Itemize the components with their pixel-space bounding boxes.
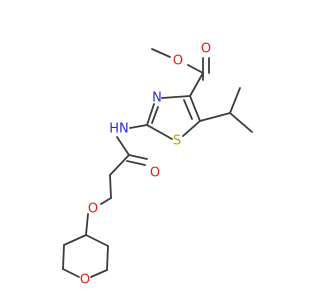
atom-thiazole-n: N: [152, 91, 162, 106]
bond-ch2-ether-o: [100, 197, 112, 205]
bond-c2-n3-inner: [151, 106, 159, 124]
atom-ether-o: O: [88, 202, 98, 217]
atom-amide-carbonyl-o: O: [150, 166, 160, 181]
bond-c2-nh: [129, 124, 148, 129]
bond-c5-s1: [182, 120, 201, 137]
bond-nh-amide-c: [116, 136, 130, 156]
bonds: [62, 48, 253, 278]
bond-carbonyl-c-ring-c4: [189, 72, 204, 97]
bond-o-carbonyl-c: [187, 64, 204, 74]
bond-c4-c5-inner: [183, 99, 193, 120]
atom-thiazole-s: S: [173, 134, 181, 149]
bond-amide-c-o-1: [128, 154, 148, 160]
atom-amide-nh: HN: [109, 122, 129, 137]
bond-c5-isopropyl-ch: [199, 112, 231, 122]
bond-oxane-c6-c5: [106, 245, 109, 271]
bond-ch2-ch2: [109, 174, 112, 199]
bond-s1-c2: [146, 124, 173, 140]
atom-ester-carbonyl-o: O: [201, 42, 211, 57]
bond-isopropyl-methyl-2: [229, 112, 253, 133]
bond-oxane-o-c6: [90, 269, 108, 278]
bond-oxane-c3-c2: [62, 244, 65, 270]
bond-amide-c-ch2: [109, 154, 130, 176]
bond-oxane-c5-c4: [85, 234, 109, 247]
atom-oxane-ring-o: O: [80, 273, 90, 288]
bond-oxane-c4-c3: [63, 234, 87, 246]
atom-labels: O O N S HN O O O: [80, 42, 211, 288]
bond-c4-n3: [161, 95, 191, 99]
molecule-structure: O O N S HN O O O: [62, 42, 253, 288]
bond-oxane-c2-o: [62, 268, 80, 278]
bond-methyl-o: [151, 48, 171, 58]
bond-ether-o-oxane-c4: [85, 213, 89, 236]
bond-c4-c5-outer: [189, 95, 201, 122]
bond-c2-n3-outer: [146, 103, 155, 126]
bond-amide-c-o-2: [126, 160, 146, 166]
atom-ester-ether-o: O: [173, 54, 183, 69]
bond-isopropyl-methyl-1: [229, 87, 241, 114]
